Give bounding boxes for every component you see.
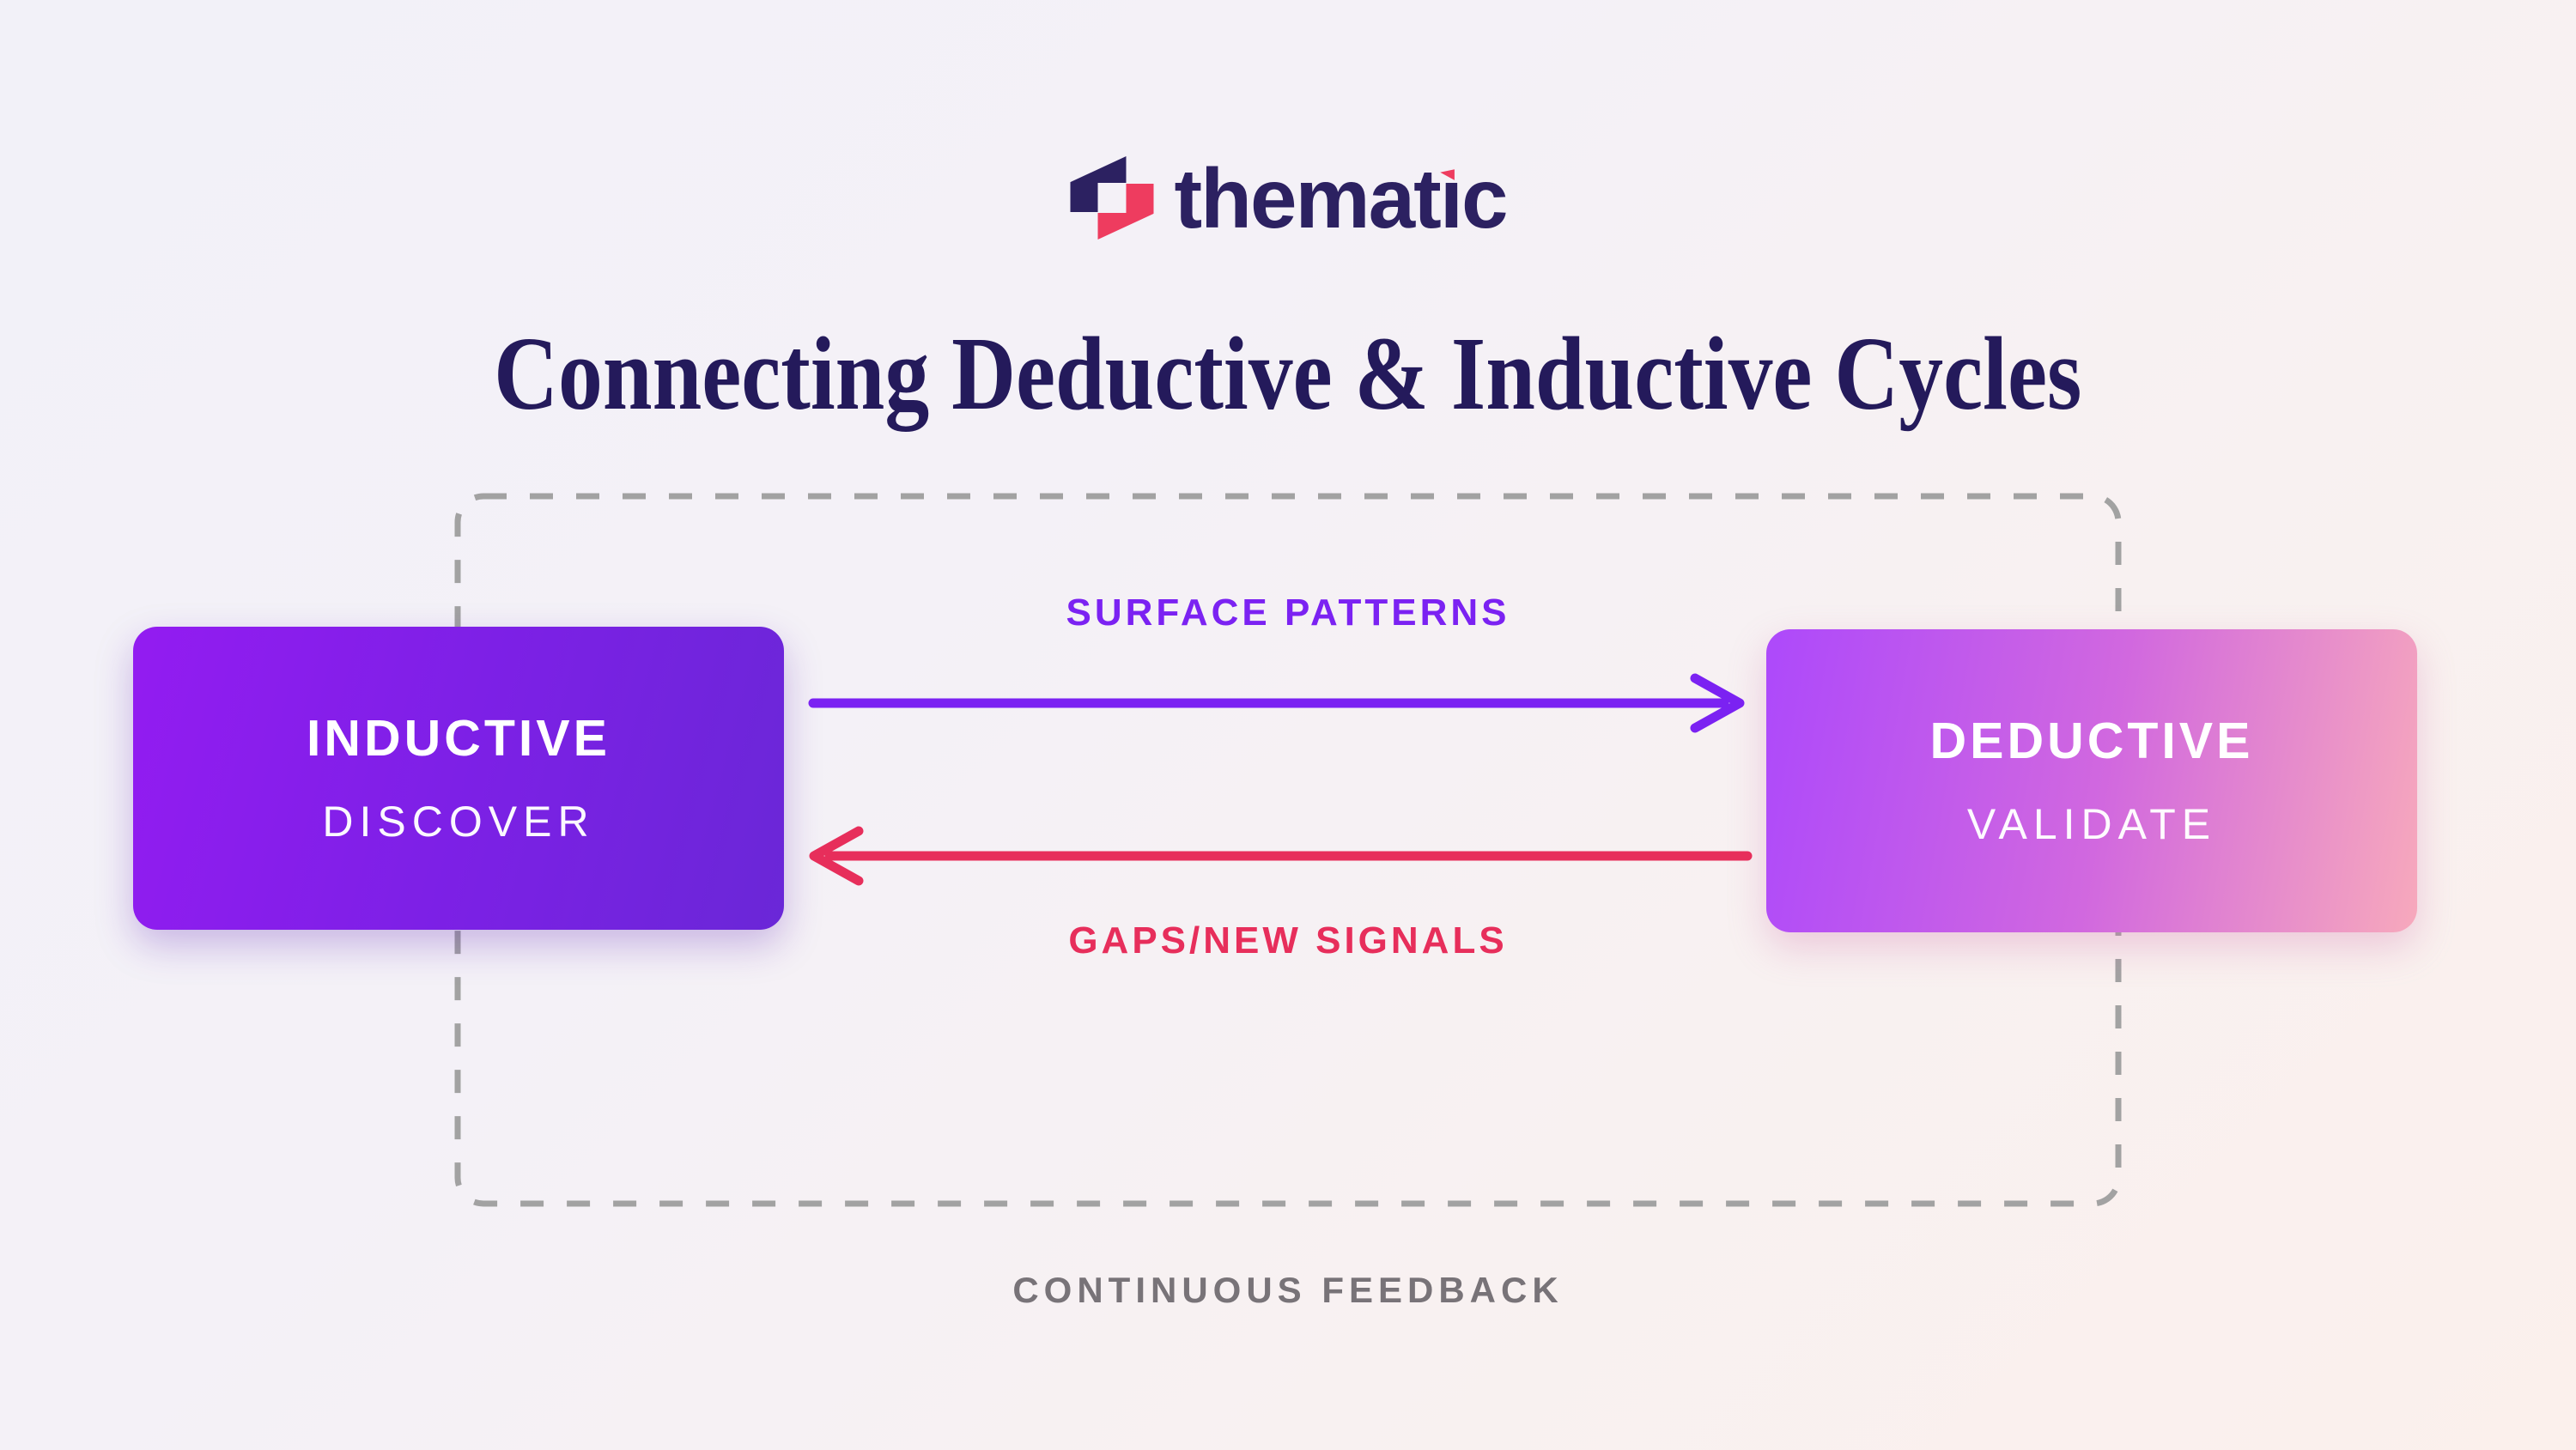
- surface-patterns-label: SURFACE PATTERNS: [1066, 592, 1510, 634]
- wordmark-suffix: c: [1461, 151, 1508, 246]
- surface-patterns-arrowhead-icon: [1690, 673, 1745, 733]
- deductive-node-subtitle: VALIDATE: [1966, 800, 2217, 848]
- wordmark-letter-i: ı: [1439, 151, 1463, 246]
- thematic-logo-icon: [1070, 156, 1154, 240]
- page-title: Connecting Deductive & Inductive Cycles: [494, 315, 2082, 432]
- inductive-node-title: INDUCTIVE: [307, 710, 611, 767]
- inductive-node-subtitle: DISCOVER: [322, 798, 595, 846]
- deductive-node: DEDUCTIVE VALIDATE: [1766, 629, 2417, 932]
- continuous-feedback-label: CONTINUOUS FEEDBACK: [1012, 1270, 1564, 1310]
- inductive-node: INDUCTIVE DISCOVER: [133, 627, 784, 930]
- gaps-new-signals-arrowhead-icon: [809, 826, 864, 886]
- wordmark-prefix: themat: [1174, 151, 1441, 246]
- gaps-new-signals-label: GAPS/NEW SIGNALS: [1068, 919, 1508, 962]
- deductive-node-title: DEDUCTIVE: [1929, 713, 2254, 769]
